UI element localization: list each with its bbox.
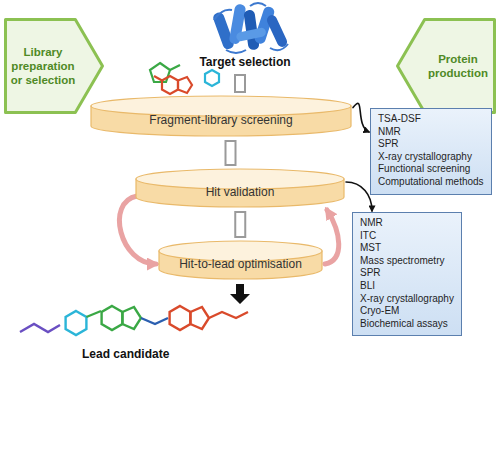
lead-molecule <box>20 306 248 335</box>
polygon-part <box>162 76 178 94</box>
stage-name: Hit-to-lead optimisation <box>179 257 302 271</box>
pentagon-shape <box>398 20 495 113</box>
text-holder: Hit-to-lead optimisation <box>158 248 323 280</box>
stage-disc: Hit-to-lead optimisation <box>158 240 323 280</box>
text-holder: Fragment-library screening <box>90 103 352 137</box>
polyline-part <box>209 312 248 318</box>
flow-bar <box>226 141 236 165</box>
method-item: Functional screening <box>378 163 484 176</box>
stage-label: Target selection <box>199 55 290 69</box>
method-item: MST <box>360 242 454 255</box>
method-item: Biochemical assays <box>360 318 454 331</box>
method-item: SPR <box>360 267 454 280</box>
flow-bar <box>235 212 245 237</box>
polygon-part <box>178 77 192 93</box>
text-holder: Library preparation or selection <box>8 18 78 114</box>
rect-part <box>265 13 288 48</box>
method-item: BLI <box>360 280 454 293</box>
method-box: NMRITCMSTMass spectrometrySPRBLIX-ray cr… <box>352 212 462 336</box>
protein-structure <box>212 3 289 53</box>
method-item: Mass spectrometry <box>360 255 454 268</box>
polygon-part <box>66 311 87 335</box>
stage-disc: Hit validation <box>135 168 345 208</box>
method-item: SPR <box>378 138 484 151</box>
flow-bar <box>235 75 245 92</box>
polygon-part <box>190 307 209 329</box>
stage-disc: Fragment-library screening <box>90 95 352 137</box>
method-arrow <box>346 182 372 211</box>
stage-name: Fragment-library screening <box>149 113 292 127</box>
node-title: Library preparation or selection <box>8 45 78 87</box>
method-item: X-ray crystallography <box>378 151 484 164</box>
polygon-part <box>170 306 191 330</box>
polyline-part <box>141 318 168 324</box>
path-part <box>214 3 288 53</box>
method-item: Computational methods <box>378 176 484 189</box>
line-part <box>86 311 101 317</box>
cycle-arrow <box>119 196 156 264</box>
method-item: ITC <box>360 230 454 243</box>
polygon-part <box>150 63 170 82</box>
method-item: TSA-DSF <box>378 113 484 126</box>
method-arrow <box>353 103 369 132</box>
text-holder: Protein production <box>424 18 492 114</box>
input-pentagon: Protein production <box>396 18 496 114</box>
input-pentagon: Library preparation or selection <box>4 18 104 114</box>
rect-part <box>235 27 266 42</box>
method-item: NMR <box>360 217 454 230</box>
node-title: Protein production <box>424 52 492 80</box>
method-item: NMR <box>378 126 484 139</box>
line-part <box>170 65 180 70</box>
text-holder: Hit validation <box>135 176 345 208</box>
method-box: TSA-DSFNMRSPRX-ray crystallographyFuncti… <box>370 108 492 195</box>
pentagon-outline <box>396 18 496 114</box>
output-label: Lead candidate <box>82 347 169 361</box>
stage-name: Hit validation <box>206 185 275 199</box>
pentagon-shape <box>6 20 103 113</box>
polygon-part <box>122 307 141 329</box>
method-item: Cryo-EM <box>360 305 454 318</box>
polygon-part <box>102 306 123 330</box>
polyline-part <box>20 324 60 332</box>
polygon-part <box>205 70 219 86</box>
method-item: X-ray crystallography <box>360 293 454 306</box>
down-arrow <box>230 284 250 304</box>
line-part <box>154 76 162 81</box>
cycle-arrow <box>325 210 339 264</box>
